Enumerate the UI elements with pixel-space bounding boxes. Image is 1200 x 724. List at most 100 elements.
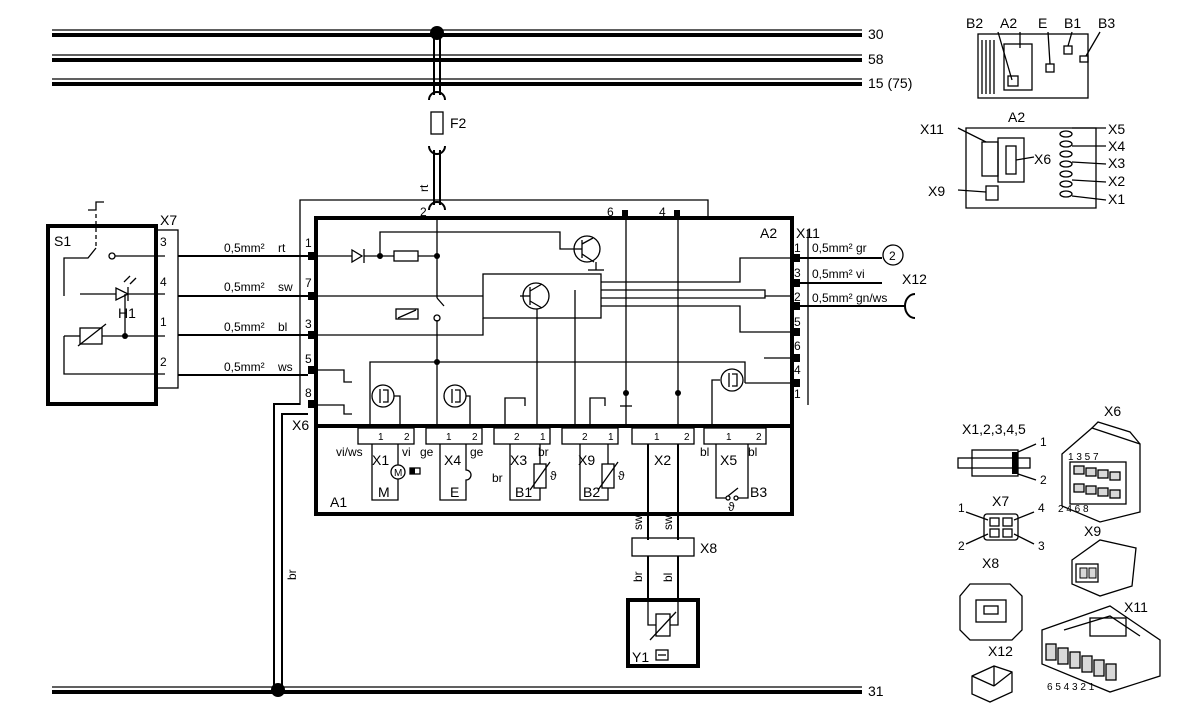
a2-right-pin-6: 6 <box>794 339 801 353</box>
rail-30-label: 30 <box>868 26 884 42</box>
inset-e: E <box>1038 15 1047 31</box>
connector-x12-label: X12 <box>902 271 927 287</box>
wire-bl-x5a: bl <box>700 445 709 459</box>
legend-x9: X9 <box>1084 523 1101 539</box>
valve-y1: X8 sw sw br bl Y1 <box>626 515 717 668</box>
wire-section-3: 0,5mm² <box>224 320 265 334</box>
fuse-label: F2 <box>450 115 467 131</box>
a2-right-pin-3: 3 <box>794 266 801 280</box>
inset-a2: A2 <box>1000 15 1017 31</box>
b2-label: B2 <box>583 484 600 500</box>
wire-bl-y1: bl <box>661 573 675 582</box>
svg-text:1: 1 <box>378 432 384 443</box>
inset-x9: X9 <box>928 183 945 199</box>
wire-rt-label: rt <box>278 241 286 255</box>
wire-gnws-label: 0,5mm² gn/ws <box>812 291 887 305</box>
inset-x11: X11 <box>920 121 944 137</box>
svg-text:2: 2 <box>514 432 520 443</box>
b1-label: B1 <box>515 484 532 500</box>
connector-x9-label: X9 <box>578 452 595 468</box>
inset-x5: X5 <box>1108 121 1125 137</box>
legend-x7-pin4: 4 <box>1038 501 1045 515</box>
legend-x11-pins: 6 5 4 3 2 1 <box>1047 682 1095 693</box>
a2-right-pin-5: 5 <box>794 315 801 329</box>
svg-text:1: 1 <box>726 432 732 443</box>
wire-viws-label: vi/ws <box>336 445 363 459</box>
rail-58-label: 58 <box>868 51 884 67</box>
wire-sw-x8a: sw <box>631 515 645 530</box>
inset-x3: X3 <box>1108 155 1125 171</box>
inset-b3: B3 <box>1098 15 1115 31</box>
legend-x6-pins-bottom: 2 4 6 8 <box>1058 504 1089 515</box>
board-inset: A2 X11 X9 X6 X5 X4 X3 X2 X1 <box>920 109 1125 209</box>
control-unit-a2: A2 2 6 4 <box>292 205 820 433</box>
inset-x6: X6 <box>1034 151 1051 167</box>
svg-text:1: 1 <box>446 432 452 443</box>
a2-right-pin-1b: 1 <box>794 387 801 401</box>
a2-harness-frame <box>299 199 809 405</box>
wire-ge-x4a: ge <box>420 445 434 459</box>
legend-x7-pin3: 3 <box>1038 539 1045 553</box>
b2-theta: ϑ <box>618 469 625 483</box>
legend-x1-pin2: 2 <box>1040 473 1047 487</box>
rail-30-junction <box>430 26 444 40</box>
a2-pin-4: 4 <box>659 205 666 219</box>
wire-sw-x8b: sw <box>661 515 675 530</box>
svg-text:1: 1 <box>608 432 614 443</box>
a2-pin-6: 6 <box>607 205 614 219</box>
legend-x6: X6 <box>1104 403 1121 419</box>
b1-theta: ϑ <box>550 469 557 483</box>
inset-x2: X2 <box>1108 173 1125 189</box>
legend-x6-pins-top: 1 3 5 7 <box>1068 452 1099 463</box>
inset-board-a2: A2 <box>1008 109 1025 125</box>
rail-15-label: 15 (75) <box>868 75 912 91</box>
a2-left-pin-1: 1 <box>305 236 312 250</box>
connector-x1-label: X1 <box>372 452 389 468</box>
wire-rt-vertical: rt <box>417 184 431 192</box>
wire-section-1: 0,5mm² <box>224 241 265 255</box>
a2-pin-2: 2 <box>420 205 427 219</box>
legend-x12: X12 <box>988 643 1013 659</box>
svg-text:1: 1 <box>540 432 546 443</box>
a2-right-pin-1a: 1 <box>794 241 801 255</box>
b3-theta: ϑ <box>728 500 735 514</box>
connector-x11-label: X11 <box>796 225 820 241</box>
supply-rails: 30 58 15 (75) 31 <box>52 26 912 699</box>
rail-31-label: 31 <box>868 683 884 699</box>
e-label: E <box>450 484 459 500</box>
inset-x1: X1 <box>1108 191 1125 207</box>
wire-br-y1: br <box>631 571 645 582</box>
wire-br-b1: br <box>538 445 549 459</box>
wire-section-2: 0,5mm² <box>224 280 265 294</box>
legend-x7: X7 <box>992 493 1009 509</box>
wire-br-ground: br <box>285 569 299 580</box>
motor-m-label: M <box>378 484 390 500</box>
h1-label: H1 <box>118 305 136 321</box>
x7-pin-2: 2 <box>160 355 167 369</box>
connector-x3-label: X3 <box>510 452 527 468</box>
x7-pin-3: 3 <box>160 235 167 249</box>
a2-label: A2 <box>760 225 777 241</box>
inset-b2: B2 <box>966 15 983 31</box>
wire-bl-x5b: bl <box>748 445 757 459</box>
a2-left-pin-3: 3 <box>305 317 312 331</box>
wire-vi-label: 0,5mm² vi <box>812 267 865 281</box>
x7-pin-1: 1 <box>160 315 167 329</box>
housing-inset: B2 A2 E B1 B3 <box>966 15 1115 99</box>
a2-outputs: 2 0,5mm² gr 0,5mm² vi 0,5mm² gn/ws X12 <box>800 241 927 319</box>
x7-pin-4: 4 <box>160 275 167 289</box>
y1-label: Y1 <box>632 649 649 665</box>
inset-b1: B1 <box>1064 15 1081 31</box>
wire-section-4: 0,5mm² <box>224 360 265 374</box>
svg-text:2: 2 <box>756 432 762 443</box>
legend-x7-pin2: 2 <box>958 539 965 553</box>
wire-gr-label: 0,5mm² gr <box>812 241 867 255</box>
a2-left-pin-8: 8 <box>305 386 312 400</box>
s1-label: S1 <box>54 233 71 249</box>
s1-to-a2-wires: 0,5mm² rt 0,5mm² sw 0,5mm² bl 0,5mm² ws … <box>178 241 308 690</box>
connector-x2-label: X2 <box>654 452 671 468</box>
a2-right-pin-4: 4 <box>794 363 801 377</box>
switch-unit-s1: S1 X7 3 4 1 2 H1 <box>46 201 179 406</box>
